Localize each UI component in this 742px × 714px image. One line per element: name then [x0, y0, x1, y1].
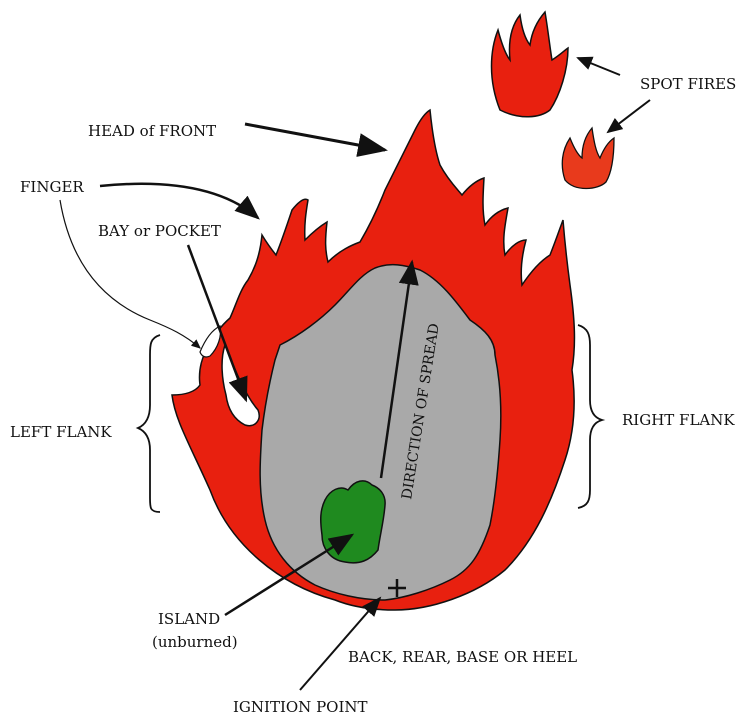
island-unburned	[321, 481, 385, 563]
finger-arrow-1	[100, 184, 258, 218]
back-rear-label: BACK, REAR, BASE OR HEEL	[348, 648, 577, 666]
spot-fire-small	[562, 128, 614, 189]
island-label: ISLAND	[158, 610, 220, 628]
unburned-label: (unburned)	[152, 633, 238, 651]
right-flank-label: RIGHT FLANK	[622, 411, 735, 429]
spot-fires-label: SPOT FIRES	[640, 75, 736, 93]
spot-fires-arrow-2	[608, 100, 650, 132]
left-flank-brace	[138, 335, 160, 512]
head-of-front-label: HEAD of FRONT	[88, 122, 216, 140]
head-of-front-arrow	[245, 124, 385, 150]
finger-label: FINGER	[20, 178, 84, 196]
ignition-point-label: IGNITION POINT	[233, 698, 368, 714]
spot-fire-large	[492, 12, 569, 117]
ignition-arrow	[300, 598, 380, 690]
spot-fires-arrow-1	[578, 58, 620, 75]
bay-or-pocket-label: BAY or POCKET	[98, 222, 221, 240]
right-flank-brace	[578, 325, 602, 508]
left-flank-label: LEFT FLANK	[10, 423, 112, 441]
